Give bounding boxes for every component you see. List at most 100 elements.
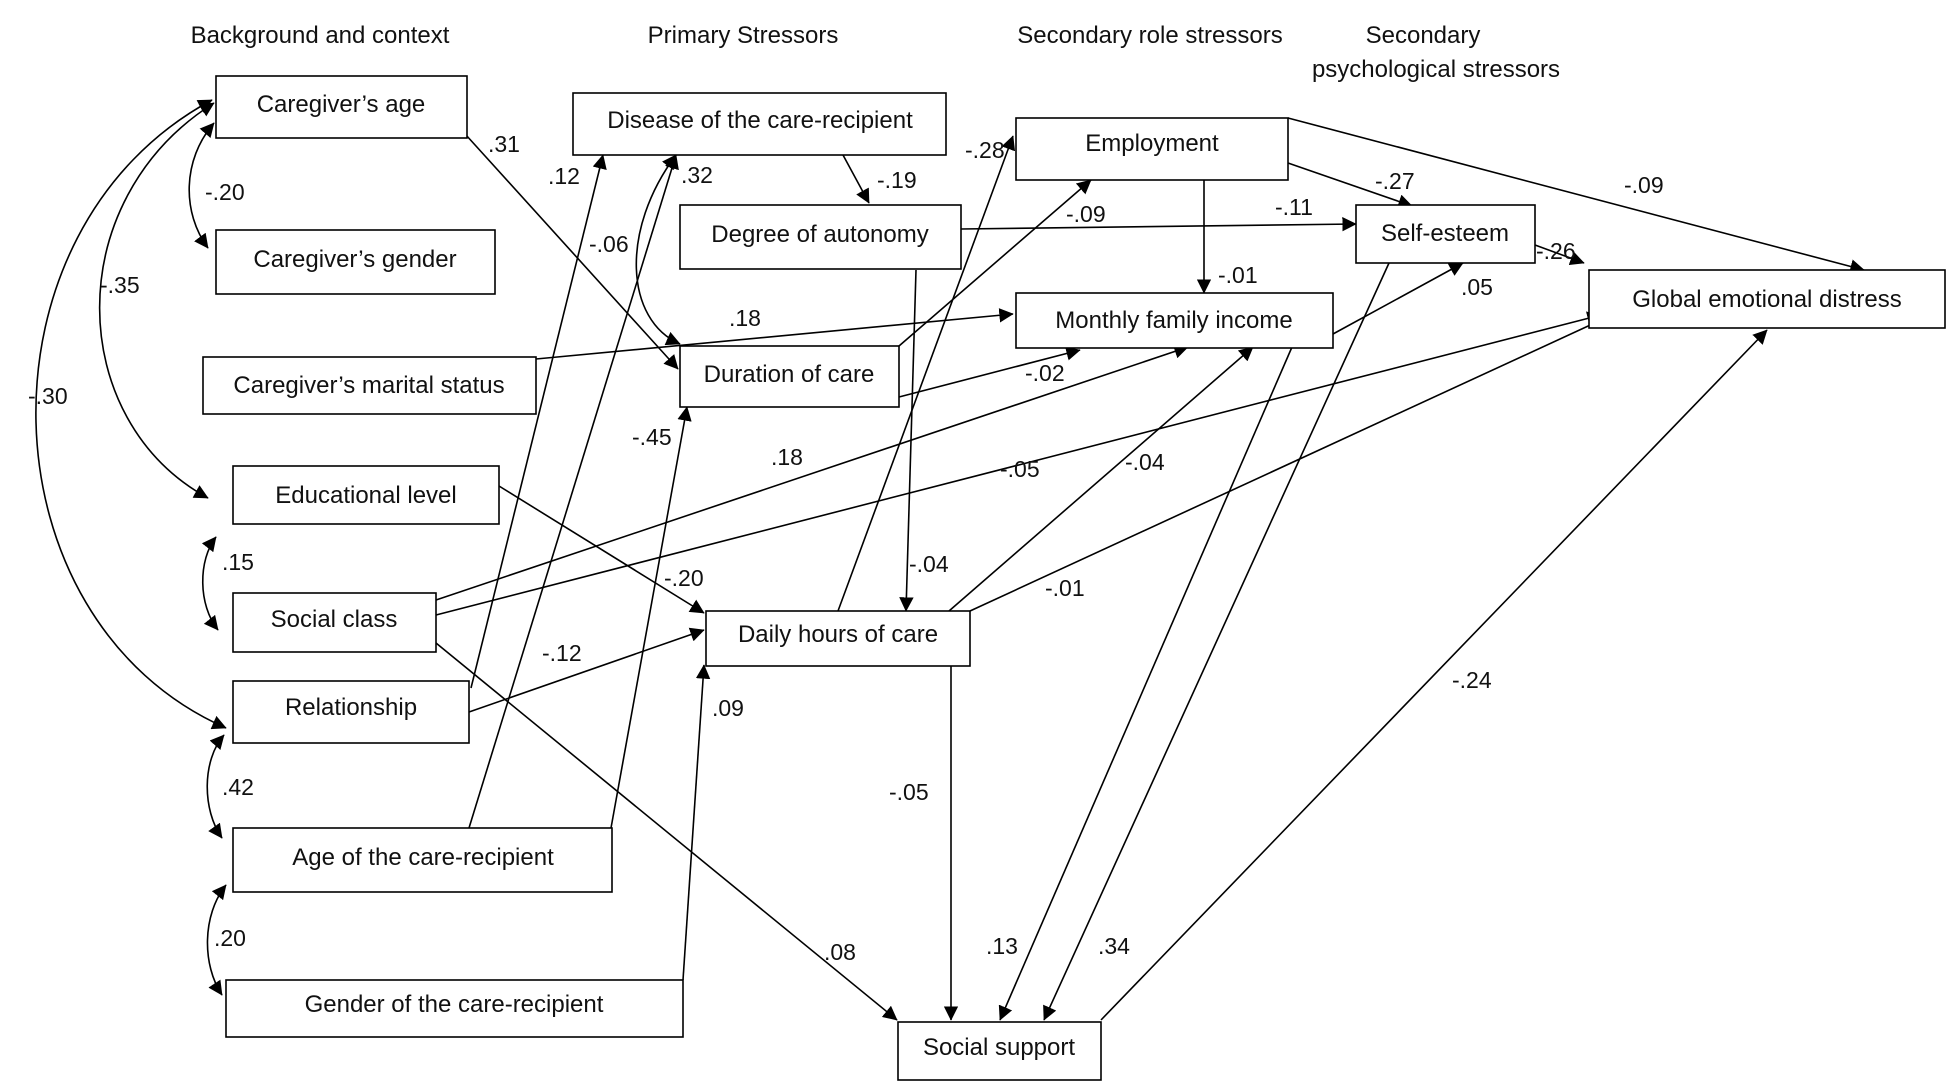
coef-employment-distress: -.09 [1624,172,1664,198]
path-duration-income [898,346,1081,398]
node-label: Self-esteem [1381,220,1509,247]
path-socialclass-income [435,344,1189,601]
path-disease-autonomy [842,154,870,204]
node-disease-of-care-recipient: Disease of the care-recipient [572,92,947,156]
node-self-esteem: Self-esteem [1355,204,1536,264]
path-income-socialsupport [998,346,1293,1021]
path-gendercr-dailyhours [682,664,711,981]
coef-age-education: -.35 [100,272,140,298]
path-selfesteem-distress [1534,244,1585,266]
coef-education-dailyhours: -.20 [664,565,704,591]
coef-employment-selfesteem: -.27 [1375,168,1415,194]
coef-socialclass-income: .18 [771,444,803,470]
arc-agerecipient-genderrecipient [206,884,227,996]
header-secondary-psychological-line1: Secondary [1366,22,1481,49]
node-label: Relationship [285,694,417,721]
node-educational-level: Educational level [232,465,500,525]
coef-employment-income: -.01 [1218,262,1258,288]
node-label: Caregiver’s marital status [233,372,504,399]
coef-age-gender: -.20 [205,179,245,205]
coef-relationship-dailyhours: -.12 [542,640,582,666]
node-relationship: Relationship [232,680,470,744]
path-relationship-disease [470,154,607,689]
path-dailyhours-distress [969,314,1613,612]
correlation-arcs [35,99,681,996]
node-label: Caregiver’s gender [253,246,456,273]
path-education-dailyhours [498,485,705,614]
coef-autonomy-dailyhours: -.04 [909,551,949,577]
coef-income-selfesteem: .05 [1461,274,1493,300]
coef-dailyhours-income: -.04 [1125,449,1165,475]
coef-duration-income: -.02 [1025,360,1065,386]
coef-income-socialsupport: .13 [986,933,1018,959]
node-degree-of-autonomy: Degree of autonomy [679,204,962,270]
arc-age-relationship [35,99,227,730]
arc-age-education [98,102,215,499]
path-marital-income [535,308,1014,360]
coef-gendercr-dailyhours: .09 [712,695,744,721]
coef-age-relationship: -.30 [28,383,68,409]
node-caregivers-marital-status: Caregiver’s marital status [202,356,537,415]
path-socialclass-distress [435,311,1602,616]
coef-dailyhours-socialsupport: -.05 [889,779,929,805]
arc-education-socialclass [201,536,219,631]
path-relationship-dailyhours [468,627,705,713]
header-secondary-psychological-line2: psychological stressors [1312,56,1560,83]
node-social-support: Social support [897,1021,1102,1081]
arc-disease-duration [635,154,681,346]
coef-socialclass-distress: -.05 [1000,456,1040,482]
node-duration-of-care: Duration of care [679,345,900,408]
coef-dailyhours-distress: -.01 [1045,575,1085,601]
path-socialsupport-distress [1100,329,1768,1021]
path-coefficients: -.20 -.35 -.30 .15 .42 .20 .31 .12 .32 -… [28,131,1664,965]
node-daily-hours-of-care: Daily hours of care [705,610,971,667]
coef-education-socialclass: .15 [222,549,254,575]
node-gender-of-care-recipient: Gender of the care-recipient [225,979,684,1038]
coef-agerecipient-duration: -.45 [632,424,672,450]
path-autonomy-selfesteem [960,216,1357,232]
node-label: Disease of the care-recipient [607,107,913,134]
node-label: Global emotional distress [1632,286,1901,313]
coef-marital-income: .18 [729,305,761,331]
node-label: Caregiver’s age [257,91,426,118]
path-selfesteem-socialsupport [1043,262,1390,1021]
node-caregivers-gender: Caregiver’s gender [215,229,496,295]
coef-agerecipient-gendercr: .20 [214,925,246,951]
coef-disease-autonomy: -.19 [877,167,917,193]
path-socialclass-socialsupport [435,642,898,1021]
node-monthly-family-income: Monthly family income [1015,292,1334,349]
node-label: Educational level [275,482,456,509]
node-label: Age of the care-recipient [292,844,554,871]
node-label: Monthly family income [1055,307,1292,334]
path-dailyhours-income [948,346,1254,612]
node-social-class: Social class [232,592,437,653]
node-label: Employment [1085,130,1219,157]
header-secondary-role-stressors: Secondary role stressors [1017,22,1282,49]
node-employment: Employment [1015,117,1289,181]
coef-agerecipient-disease: .32 [681,162,713,188]
coef-relationship-agerecipient: .42 [222,774,254,800]
coef-age-duration: .31 [488,131,520,157]
node-label: Duration of care [704,361,875,388]
coef-selfesteem-distress: -.26 [1536,238,1576,264]
node-label: Social class [271,606,398,633]
header-background-and-context: Background and context [191,22,450,49]
coef-disease-duration: -.06 [589,231,629,257]
coef-duration-employment: -.09 [1066,201,1106,227]
node-label: Social support [923,1034,1075,1061]
coef-socialclass-socialsupport: .08 [824,939,856,965]
path-employment-distress [1287,117,1865,274]
node-label: Degree of autonomy [711,221,928,248]
coef-selfesteem-socialsupport: .34 [1098,933,1130,959]
node-age-of-care-recipient: Age of the care-recipient [232,827,613,893]
coef-autonomy-selfesteem: -.11 [1275,194,1313,220]
node-label: Daily hours of care [738,621,938,648]
path-duration-employment [898,179,1092,347]
directed-paths [435,117,1865,1021]
path-dailyhours-employment [837,135,1016,612]
coef-dailyhours-employment: -.28 [965,137,1005,163]
node-global-emotional-distress: Global emotional distress [1588,269,1946,329]
arc-relationship-agerecipient [206,734,225,839]
coef-socialsupport-distress: -.24 [1452,667,1492,693]
